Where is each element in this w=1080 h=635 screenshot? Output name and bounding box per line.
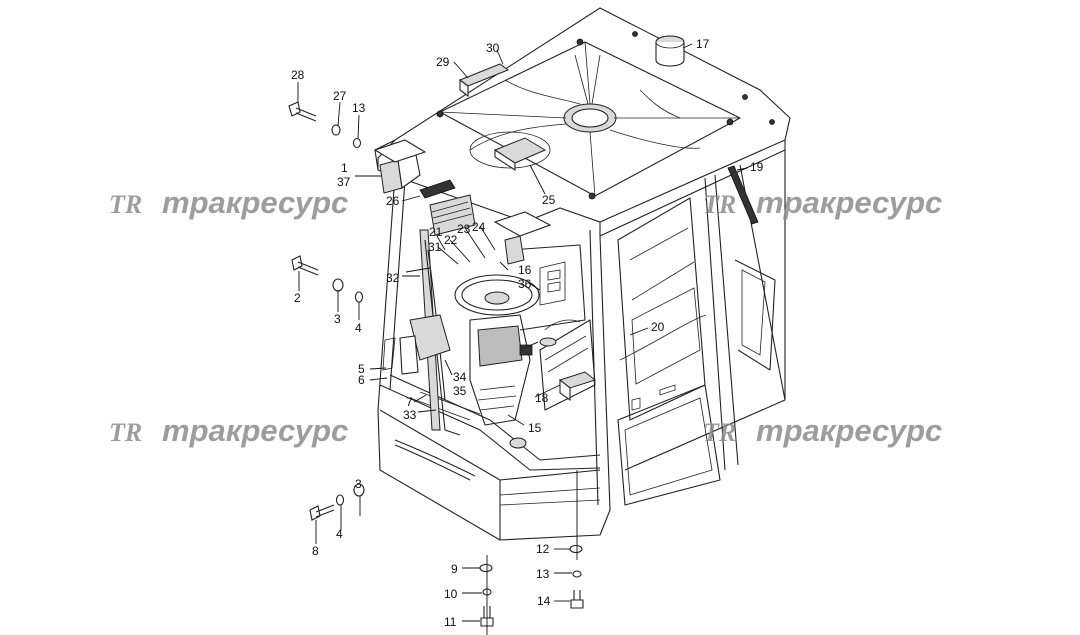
- callout-28: 28: [291, 68, 305, 82]
- watermark-text: тракресурс: [756, 413, 942, 448]
- callout-4: 4: [355, 321, 362, 335]
- leader-lines: [297, 43, 748, 622]
- callout-34: 34: [453, 370, 467, 384]
- washer-27: [331, 124, 341, 136]
- callout-9: 9: [451, 562, 458, 576]
- watermark-text: тракресурс: [162, 413, 348, 448]
- watermark-logo: TR: [109, 418, 142, 447]
- watermark-logo: TR: [703, 190, 736, 219]
- callout-11: 11: [444, 615, 457, 629]
- steering-assembly: [454, 274, 540, 426]
- watermark-text: тракресурс: [756, 185, 942, 220]
- callout-4-lower: 4: [336, 527, 343, 541]
- callout-14: 14: [537, 594, 551, 608]
- callout-19: 19: [750, 160, 764, 174]
- cab-body: [377, 150, 786, 541]
- callout-30: 30: [486, 41, 500, 55]
- callout-37: 37: [337, 175, 351, 189]
- callout-21: 21: [429, 225, 443, 239]
- cab-roof: [374, 7, 791, 237]
- callout-15: 15: [528, 421, 542, 435]
- watermark-logo: TR: [109, 190, 142, 219]
- bolt-28: [288, 101, 317, 122]
- bolt-8: [309, 504, 335, 521]
- fasteners: [288, 101, 584, 635]
- washer-3-bottom: [353, 483, 365, 497]
- watermark-bottom-right: TR тракресурс: [703, 413, 942, 448]
- callout-10: 10: [444, 587, 458, 601]
- washer-9: [479, 563, 493, 573]
- callout-18: 18: [535, 391, 549, 405]
- washer-4-bottom: [335, 494, 345, 506]
- callout-29: 29: [436, 55, 450, 69]
- washer-4-top: [354, 291, 364, 303]
- callout-1: 1: [341, 161, 348, 175]
- callout-36: 36: [518, 277, 532, 291]
- callout-25: 25: [542, 193, 556, 207]
- rear-wiper: [727, 165, 759, 225]
- callout-3: 3: [334, 312, 341, 326]
- callout-23: 23: [457, 222, 471, 236]
- callout-17: 17: [696, 37, 710, 51]
- callout-8: 8: [312, 544, 319, 558]
- callout-35: 35: [453, 384, 467, 398]
- work-lamp-right: [504, 235, 525, 265]
- callout-26: 26: [386, 194, 400, 208]
- washer-13-top: [352, 137, 362, 149]
- callout-labels: 1 2 3 3 4 4 5 6 7 8 9 10 11 12 13 13 14 …: [291, 37, 764, 629]
- callout-6: 6: [358, 373, 365, 387]
- callout-16: 16: [518, 263, 532, 277]
- watermark-top-right: TR тракресурс: [703, 185, 942, 220]
- bolt-14: [570, 590, 584, 609]
- callout-13-lower: 13: [536, 567, 550, 581]
- callout-31: 31: [428, 240, 442, 254]
- callout-7: 7: [406, 395, 413, 409]
- watermark-logo: TR: [703, 418, 736, 447]
- washer-3-top: [332, 278, 344, 292]
- left-side-parts: [373, 139, 552, 436]
- callout-32: 32: [386, 271, 400, 285]
- callout-24: 24: [472, 220, 486, 234]
- washer-12: [569, 544, 583, 554]
- callout-2: 2: [294, 291, 301, 305]
- watermark-bottom-left: TR тракресурс: [109, 413, 348, 448]
- callout-27: 27: [333, 89, 347, 103]
- bolt-2: [291, 255, 319, 276]
- callout-5: 5: [358, 362, 365, 376]
- watermark-text: тракресурс: [162, 185, 348, 220]
- callout-12: 12: [536, 542, 550, 556]
- callout-3-lower: 3: [355, 477, 362, 491]
- watermark-top-left: TR тракресурс: [109, 185, 348, 220]
- callout-22: 22: [444, 233, 458, 247]
- callout-13: 13: [352, 101, 366, 115]
- washer-13-bottom: [572, 570, 582, 578]
- callout-33: 33: [403, 408, 417, 422]
- callout-20: 20: [651, 320, 665, 334]
